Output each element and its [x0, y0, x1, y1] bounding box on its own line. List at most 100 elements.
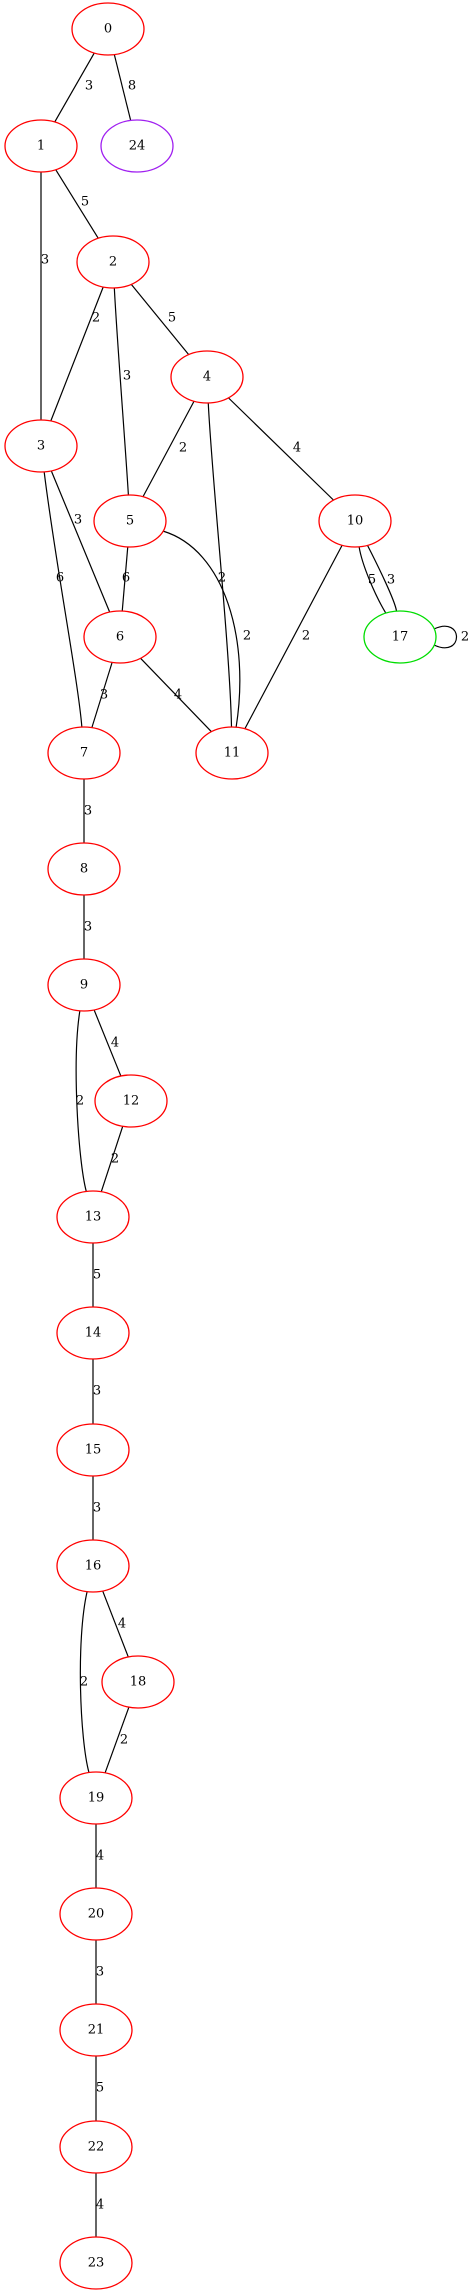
node-16: 16 [56, 1539, 130, 1593]
node-11: 11 [195, 726, 269, 780]
node-10: 10 [318, 494, 392, 548]
edge-0-1 [54, 52, 95, 123]
node-19-label: 19 [88, 1791, 105, 1806]
node-8-label: 8 [80, 862, 88, 877]
edge-label-12-13: 2 [111, 1152, 119, 1167]
edge-label-21-22: 5 [96, 2081, 104, 2096]
edge-label-2-5: 3 [123, 369, 131, 384]
edge-label-6-11: 4 [174, 688, 182, 703]
node-18-label: 18 [130, 1675, 147, 1690]
node-5-label: 5 [126, 514, 134, 529]
node-17-ellipse [363, 610, 437, 664]
edge-16-19 [79, 1591, 90, 1773]
node-8-ellipse [47, 842, 121, 896]
edge-label-17-17: 2 [461, 630, 469, 645]
edge-label-5-11: 2 [243, 629, 251, 644]
edge-4-10 [228, 397, 334, 501]
node-4-ellipse [170, 350, 244, 404]
edge-12-13 [100, 1126, 124, 1192]
edge-label-22-23: 4 [96, 2198, 104, 2213]
node-16-ellipse [56, 1539, 130, 1593]
node-12: 12 [94, 1074, 168, 1128]
edge-9-13 [75, 1010, 87, 1192]
node-12-label: 12 [123, 1094, 140, 1109]
node-21-ellipse [59, 2003, 133, 2057]
node-12-ellipse [94, 1074, 168, 1128]
node-14: 14 [56, 1306, 130, 1360]
node-15-label: 15 [85, 1443, 102, 1458]
node-0: 0 [71, 2, 145, 56]
node-22-ellipse [59, 2120, 133, 2174]
node-6-label: 6 [116, 630, 124, 645]
node-2-ellipse [76, 235, 150, 289]
node-6-ellipse [83, 610, 157, 664]
node-19-ellipse [59, 1771, 133, 1825]
edge-label-4-5: 2 [179, 441, 187, 456]
edge-17-17 [433, 625, 457, 649]
edge-label-10-17: 3 [387, 573, 395, 588]
node-6: 6 [83, 610, 157, 664]
node-23-label: 23 [88, 2256, 105, 2271]
edge-label-10-17: 5 [368, 573, 376, 588]
edge-16-18 [102, 1590, 129, 1658]
edge-label-4-11: 2 [218, 571, 226, 586]
edge-4-11 [207, 402, 233, 728]
edge-label-0-1: 3 [85, 79, 93, 94]
node-3: 3 [4, 419, 78, 473]
node-14-label: 14 [85, 1326, 102, 1341]
node-20-ellipse [59, 1887, 133, 1941]
node-13-label: 13 [85, 1210, 102, 1225]
edge-3-7 [43, 471, 83, 728]
edge-label-4-10: 4 [293, 441, 301, 456]
edge-label-3-7: 6 [56, 571, 64, 586]
node-24: 24 [100, 119, 174, 173]
node-15: 15 [56, 1423, 130, 1477]
node-10-label: 10 [347, 514, 364, 529]
edge-9-12 [93, 1009, 122, 1077]
node-20: 20 [59, 1887, 133, 1941]
node-21: 21 [59, 2003, 133, 2057]
node-24-ellipse [100, 119, 174, 173]
node-1-ellipse [4, 119, 78, 173]
edge-3-6 [50, 470, 111, 613]
node-14-ellipse [56, 1306, 130, 1360]
edge-label-9-13: 2 [76, 1094, 84, 1109]
edge-2-4 [130, 284, 190, 355]
edge-label-10-11: 2 [302, 629, 310, 644]
edge-2-5 [113, 287, 129, 496]
edge-label-5-6: 6 [122, 571, 130, 586]
edge-4-5 [142, 400, 195, 498]
node-11-label: 11 [224, 746, 241, 761]
edge-18-19 [104, 1706, 130, 1774]
node-17-label: 17 [392, 630, 409, 645]
edge-0-24 [113, 54, 132, 121]
node-7-ellipse [47, 726, 121, 780]
edge-label-20-21: 3 [96, 1965, 104, 1980]
node-18: 18 [101, 1655, 175, 1709]
edge-label-6-7: 3 [100, 688, 108, 703]
edge-label-0-24: 8 [128, 79, 136, 94]
node-23-ellipse [59, 2236, 133, 2290]
node-0-ellipse [71, 2, 145, 56]
edge-label-16-19: 2 [80, 1675, 88, 1690]
edge-label-18-19: 2 [120, 1733, 128, 1748]
node-9: 9 [47, 958, 121, 1012]
edge-6-7 [91, 662, 113, 728]
node-4-label: 4 [203, 370, 211, 385]
edge-10-17 [366, 545, 398, 612]
node-8: 8 [47, 842, 121, 896]
node-2-label: 2 [109, 255, 117, 270]
node-16-label: 16 [85, 1559, 102, 1574]
node-24-label: 24 [129, 139, 146, 154]
node-19: 19 [59, 1771, 133, 1825]
node-3-ellipse [4, 419, 78, 473]
node-10-ellipse [318, 494, 392, 548]
node-18-ellipse [101, 1655, 175, 1709]
edge-6-11 [140, 657, 212, 733]
node-13: 13 [56, 1190, 130, 1244]
edge-label-16-18: 4 [118, 1617, 126, 1632]
edge-label-8-9: 3 [84, 920, 92, 935]
node-22: 22 [59, 2120, 133, 2174]
edges-layer [40, 52, 457, 2237]
